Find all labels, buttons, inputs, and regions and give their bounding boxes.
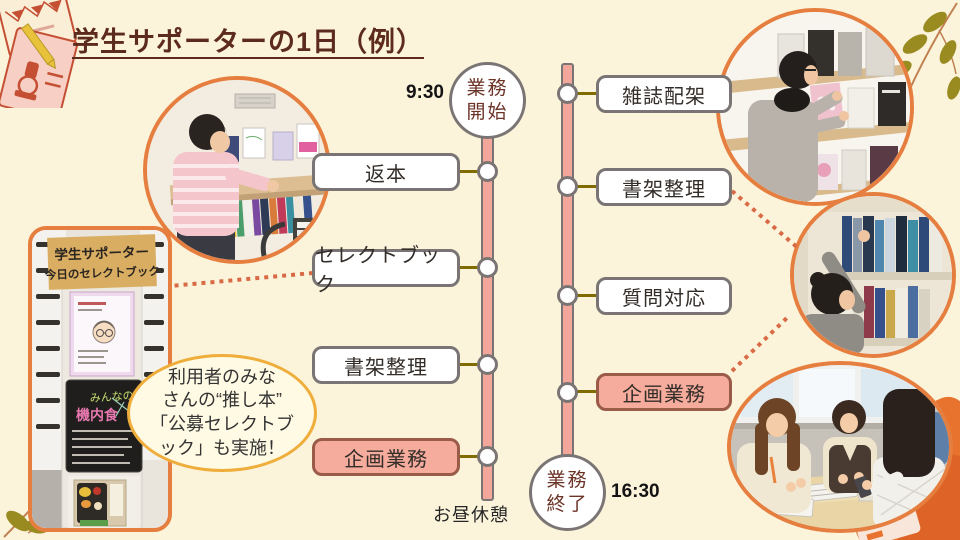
connector-stub — [456, 266, 480, 269]
end-time-label: 16:30 — [611, 481, 660, 502]
timeline-node — [557, 285, 578, 306]
chalkboard-line1: みんなの — [89, 389, 134, 405]
task-afternoon-planning: 企画業務 — [596, 373, 732, 411]
connector-stub — [576, 185, 598, 188]
task-morning-henpon: 返本 — [312, 153, 460, 191]
connector-stub — [456, 455, 480, 458]
task-label: 返本 — [365, 163, 407, 186]
callout-line2: さんの“推し本” — [162, 390, 282, 411]
start-circle-line1: 業務 — [466, 77, 509, 99]
task-morning-shelving: 書架整理 — [312, 346, 460, 384]
callout-line1: 利用者のみな — [168, 366, 276, 387]
timeline-node — [477, 354, 498, 375]
task-label: 質問対応 — [622, 287, 706, 310]
start-circle-line2: 開始 — [466, 101, 509, 123]
connector-stub — [576, 92, 598, 95]
end-circle-line2: 終了 — [546, 493, 589, 515]
callout-bubble: 利用者のみな さんの“推し本” 「公募セレクトブ ック」も実施！ — [127, 354, 317, 472]
task-label: セレクトブック — [315, 245, 441, 296]
callout-line3: 「公募セレクトブ — [150, 414, 294, 434]
end-circle-line1: 業務 — [546, 469, 589, 491]
timeline-node — [557, 83, 578, 104]
task-afternoon-magazines: 雑誌配架 — [596, 75, 732, 113]
timeline-node — [557, 176, 578, 197]
dotted-line-selectbook — [169, 271, 314, 288]
page-title: 学生サポーターの1日（例） — [72, 27, 425, 57]
task-label: 書架整理 — [622, 178, 706, 201]
task-morning-planning: 企画業務 — [312, 438, 460, 476]
sign-title-line1: 学生サポーター — [54, 243, 149, 262]
task-afternoon-questions: 質問対応 — [596, 277, 732, 315]
task-morning-selectbook: セレクトブック — [312, 245, 460, 296]
timeline-node — [477, 161, 498, 182]
chalkboard-line2: 機内食 — [76, 407, 119, 423]
photo-team-meeting — [727, 361, 953, 533]
connector-stub — [576, 390, 598, 393]
sign-title-line2: 今日のセレクトブック — [44, 264, 160, 282]
connector-stub — [456, 363, 480, 366]
task-afternoon-shelving: 書架整理 — [596, 168, 732, 206]
connector-stub — [576, 294, 598, 297]
start-circle: 業務 開始 — [449, 62, 526, 139]
connector-stub — [456, 170, 480, 173]
kraft-sign: 学生サポーター 今日のセレクトブック — [44, 234, 160, 290]
task-label: 企画業務 — [622, 383, 706, 406]
timeline-node — [477, 446, 498, 467]
cards-illustration-decor — [0, 0, 78, 108]
timeline-node — [557, 382, 578, 403]
photo-magazine-display — [716, 8, 914, 206]
start-time-label: 9:30 — [405, 82, 444, 103]
task-label: 書架整理 — [344, 356, 428, 379]
timeline-node — [477, 257, 498, 278]
photo-select-book-stand: 学生サポーター 今日のセレクトブック みんなの 機内食 — [28, 226, 172, 532]
lunch-break-label: お昼休憩 — [433, 505, 509, 525]
photo-returning-books — [143, 76, 331, 264]
task-label: 雑誌配架 — [622, 85, 706, 108]
photo-shelf-work — [790, 192, 956, 358]
task-label: 企画業務 — [344, 448, 428, 471]
callout-line4: ック」も実施！ — [159, 437, 285, 458]
end-circle: 業務 終了 — [529, 454, 606, 531]
